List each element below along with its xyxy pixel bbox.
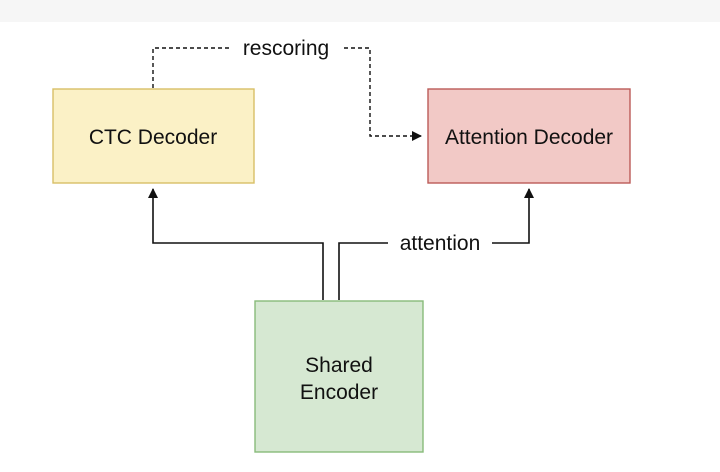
rescoring-label: rescoring xyxy=(243,37,329,60)
attention-decoder-label: Attention Decoder xyxy=(445,126,613,149)
attention-label-bg xyxy=(388,230,492,256)
top-bar xyxy=(0,0,720,22)
shared-encoder-label-line1: Shared xyxy=(305,354,373,377)
attention-label: attention xyxy=(400,232,481,255)
shared-encoder-label-line2: Encoder xyxy=(300,381,378,404)
attention-decoder-node xyxy=(427,88,631,184)
rescoring-label-bg xyxy=(231,35,341,61)
ctc-decoder-label: CTC Decoder xyxy=(89,126,217,149)
shared-encoder-node xyxy=(254,300,424,453)
edge-encoder-to-ctc xyxy=(148,188,324,300)
ctc-decoder-node xyxy=(52,88,255,184)
